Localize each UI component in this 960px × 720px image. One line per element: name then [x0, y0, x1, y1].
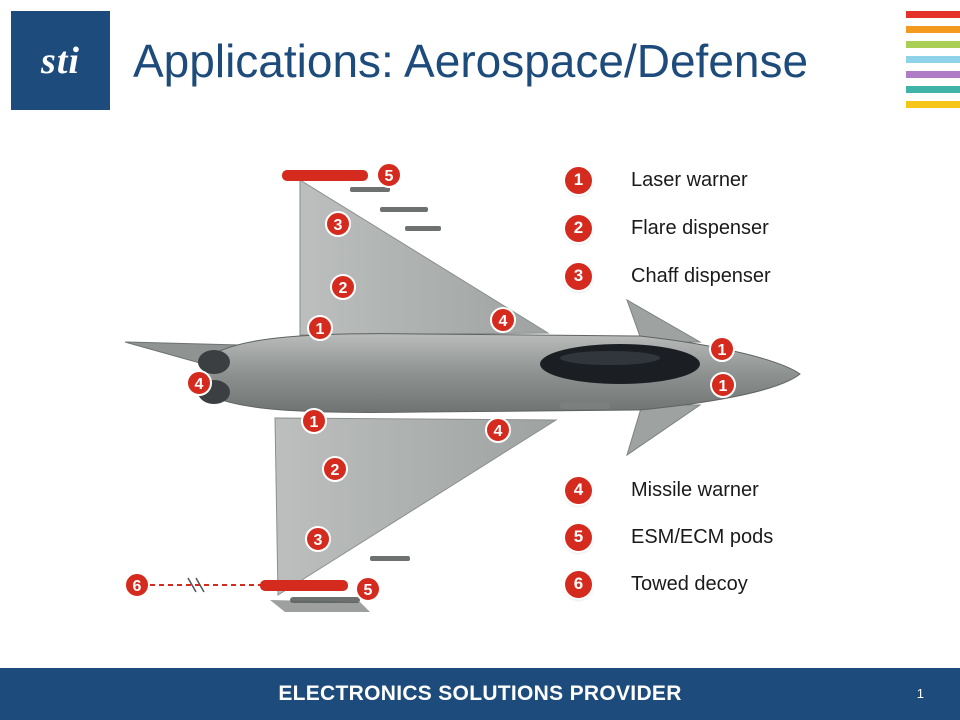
diagram-markers: 5 3 2 1 4 1 1 4 1 4 2 3 5 6 — [124, 162, 736, 602]
stripe-2 — [906, 26, 960, 33]
marker-5: 5 — [355, 576, 381, 602]
marker-number: 3 — [314, 532, 323, 549]
marker-number: 5 — [364, 582, 373, 599]
marker-circle — [376, 162, 402, 188]
marker-number: 4 — [499, 313, 508, 330]
page-number: 1 — [916, 686, 924, 701]
footer-bar: ELECTRONICS SOLUTIONS PROVIDER 1 — [0, 668, 960, 720]
marker-circle — [485, 417, 511, 443]
marker-3: 3 — [325, 211, 351, 237]
marker-circle — [325, 211, 351, 237]
stripe-6 — [906, 86, 960, 93]
airframe — [124, 170, 801, 612]
page-title: Applications: Aerospace/Defense — [133, 35, 809, 87]
marker-5: 5 — [376, 162, 402, 188]
color-stripes — [906, 11, 960, 116]
marker-number: 1 — [719, 378, 728, 395]
line-break-icon — [187, 577, 205, 593]
fighter-jet-diagram: 5 3 2 1 4 1 1 4 1 4 2 3 5 6 — [124, 162, 801, 612]
marker-number: 1 — [718, 342, 727, 359]
marker-number: 6 — [133, 578, 142, 595]
marker-circle — [305, 526, 331, 552]
marker-circle — [355, 576, 381, 602]
marker-circle — [186, 370, 212, 396]
marker-circle — [124, 572, 150, 598]
marker-4: 4 — [485, 417, 511, 443]
marker-circle — [490, 307, 516, 333]
esm-pod-bottom — [260, 580, 348, 591]
marker-circle — [709, 336, 735, 362]
marker-circle — [710, 372, 736, 398]
marker-4: 4 — [490, 307, 516, 333]
marker-number: 2 — [331, 462, 340, 479]
marker-number: 2 — [339, 280, 348, 297]
marker-1: 1 — [710, 372, 736, 398]
marker-2: 2 — [330, 274, 356, 300]
marker-1: 1 — [301, 408, 327, 434]
marker-circle — [301, 408, 327, 434]
marker-4: 4 — [186, 370, 212, 396]
marker-2: 2 — [322, 456, 348, 482]
stripe-5 — [906, 71, 960, 78]
marker-number: 3 — [334, 217, 343, 234]
stripe-3 — [906, 41, 960, 48]
esm-pod-top — [282, 170, 368, 181]
marker-decoy-6: 6 — [124, 572, 150, 598]
marker-number: 1 — [316, 321, 325, 338]
sti-logo: sti — [11, 11, 110, 110]
stripe-1 — [906, 11, 960, 18]
logo-text: sti — [41, 39, 80, 82]
marker-circle — [322, 456, 348, 482]
marker-circle — [330, 274, 356, 300]
marker-1: 1 — [709, 336, 735, 362]
footer-text: ELECTRONICS SOLUTIONS PROVIDER — [278, 682, 682, 705]
marker-number: 4 — [494, 423, 503, 440]
marker-number: 5 — [385, 168, 394, 185]
stripe-7 — [906, 101, 960, 108]
marker-number: 1 — [310, 414, 319, 431]
marker-3: 3 — [305, 526, 331, 552]
marker-circle — [307, 315, 333, 341]
marker-number: 4 — [195, 376, 204, 393]
marker-1: 1 — [307, 315, 333, 341]
stripe-4 — [906, 56, 960, 63]
